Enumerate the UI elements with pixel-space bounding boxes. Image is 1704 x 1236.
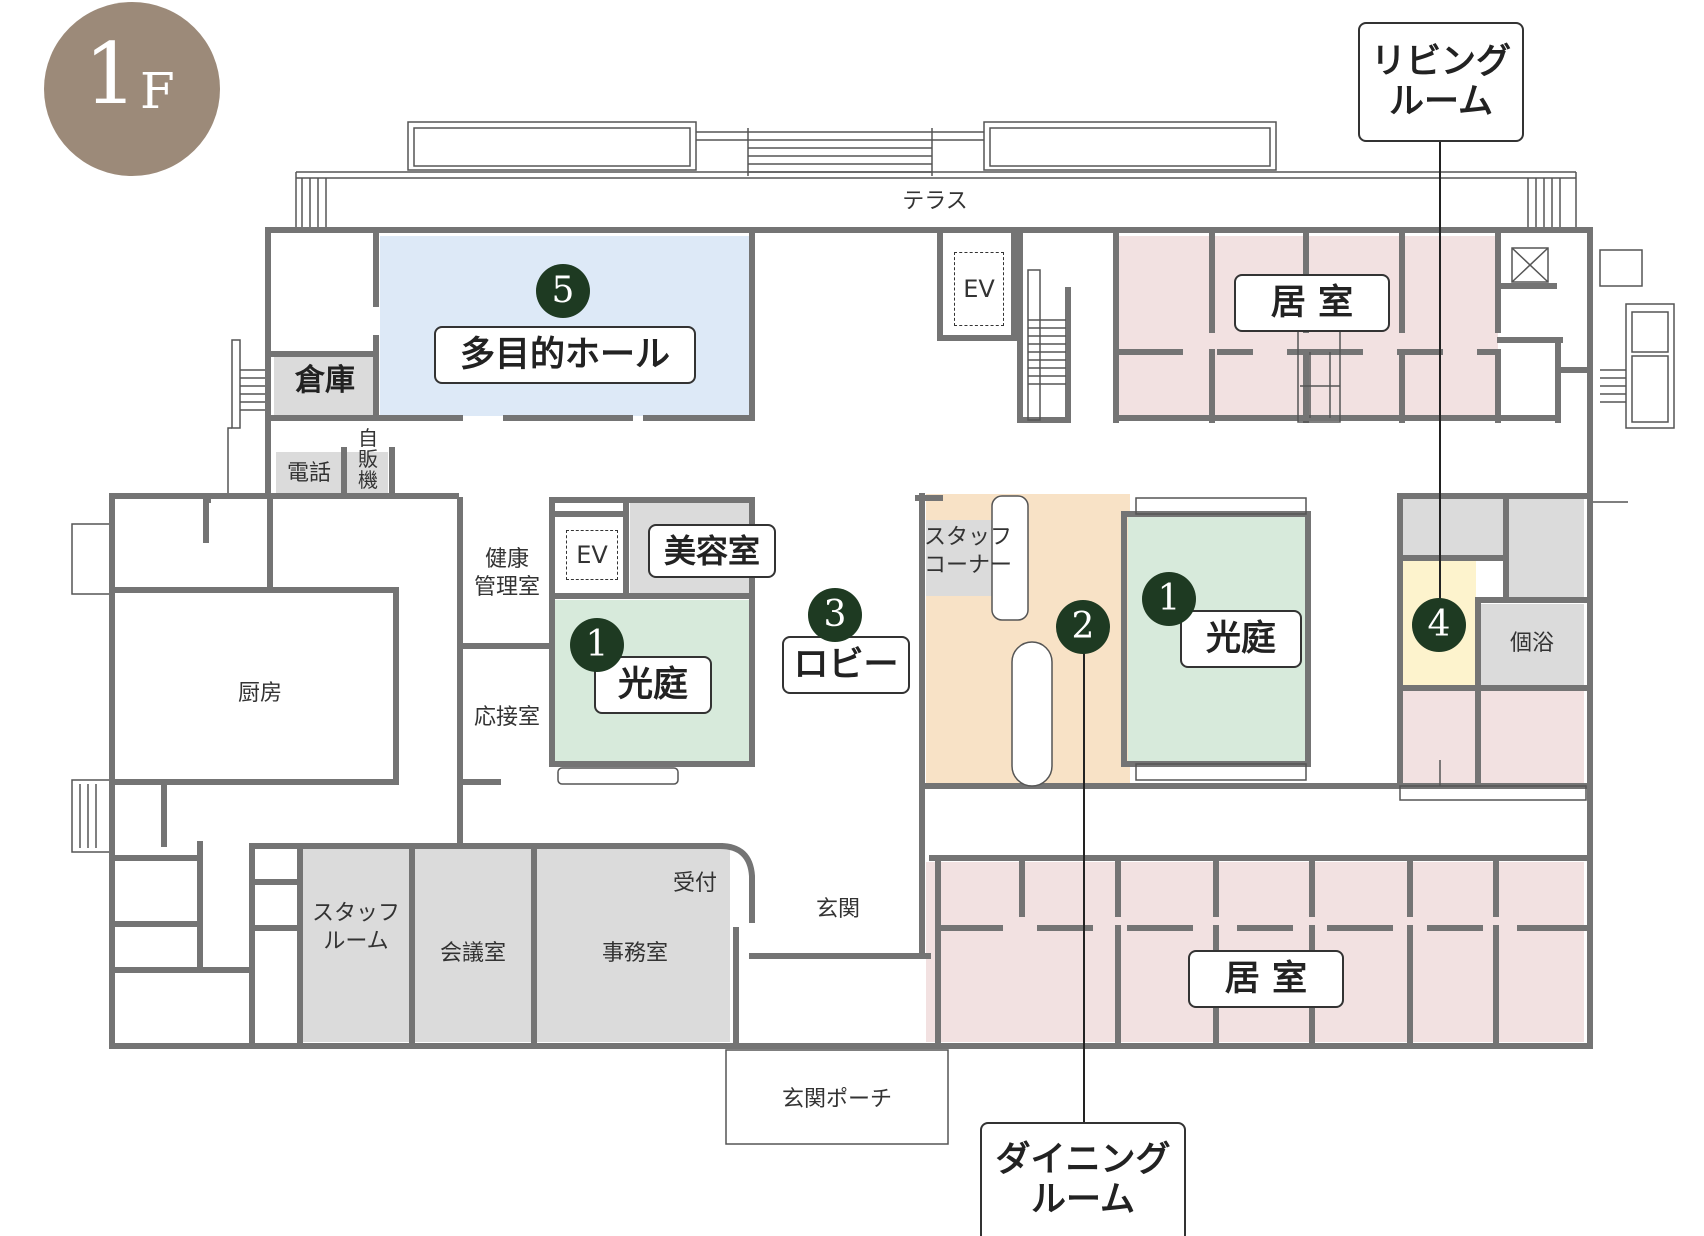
office-area [536, 846, 730, 1042]
storage-area [274, 356, 374, 416]
phone-label: 電話 [286, 461, 331, 486]
staff-corner-label: スタッフ コーナー [924, 525, 1013, 578]
marker-4: 4 [1412, 598, 1466, 652]
marker-2: 2 [1056, 600, 1110, 654]
elevator-left: EV [566, 530, 618, 580]
beauty-salon-label: 美容室 [648, 524, 776, 578]
floor-badge: 1 F [44, 2, 220, 176]
light-court-left-label: 光庭 [594, 656, 712, 714]
staff-corner-area [926, 520, 998, 596]
marker-3: 3 [808, 588, 862, 642]
terrace-label: テラス [902, 189, 968, 214]
staff-room-area [302, 846, 410, 1042]
reception-room-label: 応接室 [473, 705, 540, 730]
vending-area [346, 452, 388, 494]
floor-number: 1 [84, 25, 138, 123]
marker-5: 5 [536, 264, 590, 318]
service-area-right [1400, 496, 1504, 556]
vending-label: 自 販 機 [358, 426, 378, 492]
living-room-callout: リビング ルーム [1358, 22, 1524, 142]
dining-room-callout: ダイニング ルーム [980, 1122, 1186, 1236]
service-area-right-2 [1508, 496, 1584, 600]
kitchen-label: 厨房 [237, 681, 282, 706]
private-bath-area [1480, 604, 1584, 686]
phone-area [276, 452, 342, 494]
floor-unit: F [140, 62, 175, 120]
meeting-room-label: 会議室 [439, 941, 506, 966]
private-bath-label: 個浴 [1509, 631, 1554, 656]
residence-right-area [1400, 690, 1584, 784]
fixtures [557, 247, 1587, 801]
terrace-structure [71, 121, 1675, 1145]
marker-1-left: 1 [570, 618, 624, 672]
health-room-label: 健康 管理室 [473, 547, 540, 600]
residence-bottom-label: 居 室 [1188, 950, 1344, 1008]
multipurpose-hall-label: 多目的ホール [434, 326, 696, 384]
meeting-room-area [414, 846, 532, 1042]
staff-room-label: スタッフ ルーム [311, 901, 400, 954]
storage-label: 倉庫 [295, 363, 355, 398]
residence-top-label: 居 室 [1234, 274, 1390, 332]
lobby-label: ロビー [782, 636, 910, 694]
reception-desk-label: 受付 [672, 871, 717, 896]
office-label: 事務室 [601, 941, 668, 966]
marker-1-right: 1 [1142, 572, 1196, 626]
elevator-top: EV [954, 252, 1004, 326]
entrance-label: 玄関 [815, 897, 860, 922]
light-court-right-label: 光庭 [1180, 610, 1302, 668]
entrance-porch-label: 玄関ポーチ [781, 1087, 892, 1112]
